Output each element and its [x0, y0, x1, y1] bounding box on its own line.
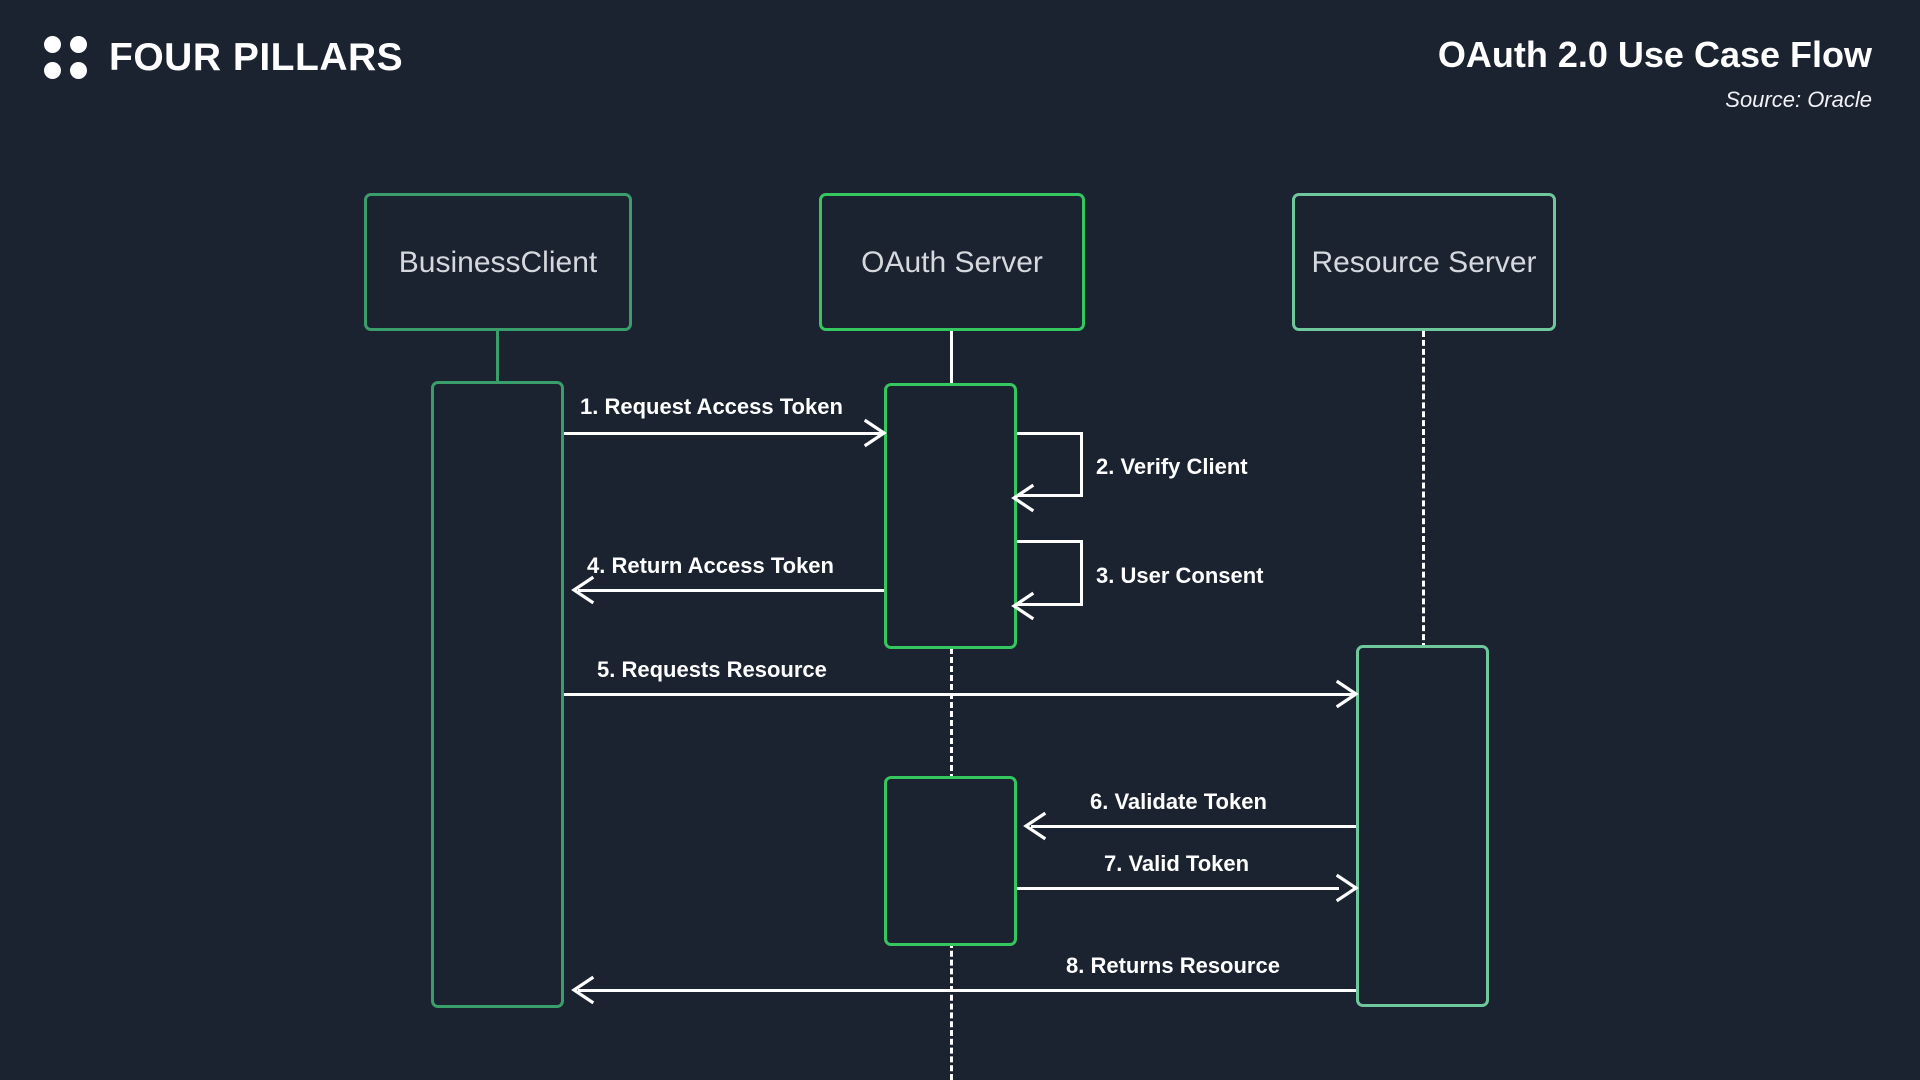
- activation-oauth-server-1: [884, 383, 1017, 649]
- message-label-2: 2. Verify Client: [1096, 454, 1248, 479]
- message-line-7: [1017, 887, 1339, 890]
- activation-resource-server: [1356, 645, 1489, 1007]
- message-line-5: [564, 693, 1356, 696]
- lifeline-oauth-server-gap-1: [950, 648, 953, 780]
- brand-logo: FOUR PILLARS: [44, 36, 403, 79]
- message-label-5: 5. Requests Resource: [597, 657, 827, 682]
- message-line-6: [1031, 825, 1356, 828]
- participant-resource-server[interactable]: Resource Server: [1292, 193, 1556, 331]
- message-label-8: 8. Returns Resource: [1066, 953, 1280, 978]
- participant-label: BusinessClient: [398, 245, 598, 279]
- message-line-8: [578, 989, 1356, 992]
- lifeline-oauth-server-stub: [950, 331, 953, 383]
- source-caption: Source: Oracle: [1725, 87, 1872, 113]
- participant-label: Resource Server: [1311, 245, 1537, 279]
- message-label-3: 3. User Consent: [1096, 563, 1264, 588]
- lifeline-resource-server: [1422, 331, 1425, 649]
- message-line-4: [578, 589, 884, 592]
- message-label-6: 6. Validate Token: [1090, 789, 1267, 814]
- title-block: OAuth 2.0 Use Case Flow Source: Oracle: [1438, 34, 1872, 113]
- message-label-7: 7. Valid Token: [1104, 851, 1250, 876]
- page-title: OAuth 2.0 Use Case Flow: [1437, 34, 1872, 75]
- lifeline-business-client: [496, 331, 499, 383]
- message-selfloop-2: [1017, 432, 1083, 497]
- message-label-4: 4. Return Access Token: [587, 553, 834, 578]
- four-dots-icon: [44, 36, 87, 79]
- brand-name: FOUR PILLARS: [109, 36, 404, 79]
- participant-business-client[interactable]: BusinessClient: [364, 193, 632, 331]
- lifeline-oauth-server-gap-2: [950, 942, 953, 1080]
- activation-oauth-server-2: [884, 776, 1017, 946]
- message-label-1: 1. Request Access Token: [580, 394, 843, 419]
- participant-oauth-server[interactable]: OAuth Server: [819, 193, 1085, 331]
- activation-business-client: [431, 381, 564, 1008]
- participant-label: OAuth Server: [861, 245, 1043, 279]
- message-selfloop-3: [1017, 540, 1083, 606]
- message-line-1: [564, 432, 884, 435]
